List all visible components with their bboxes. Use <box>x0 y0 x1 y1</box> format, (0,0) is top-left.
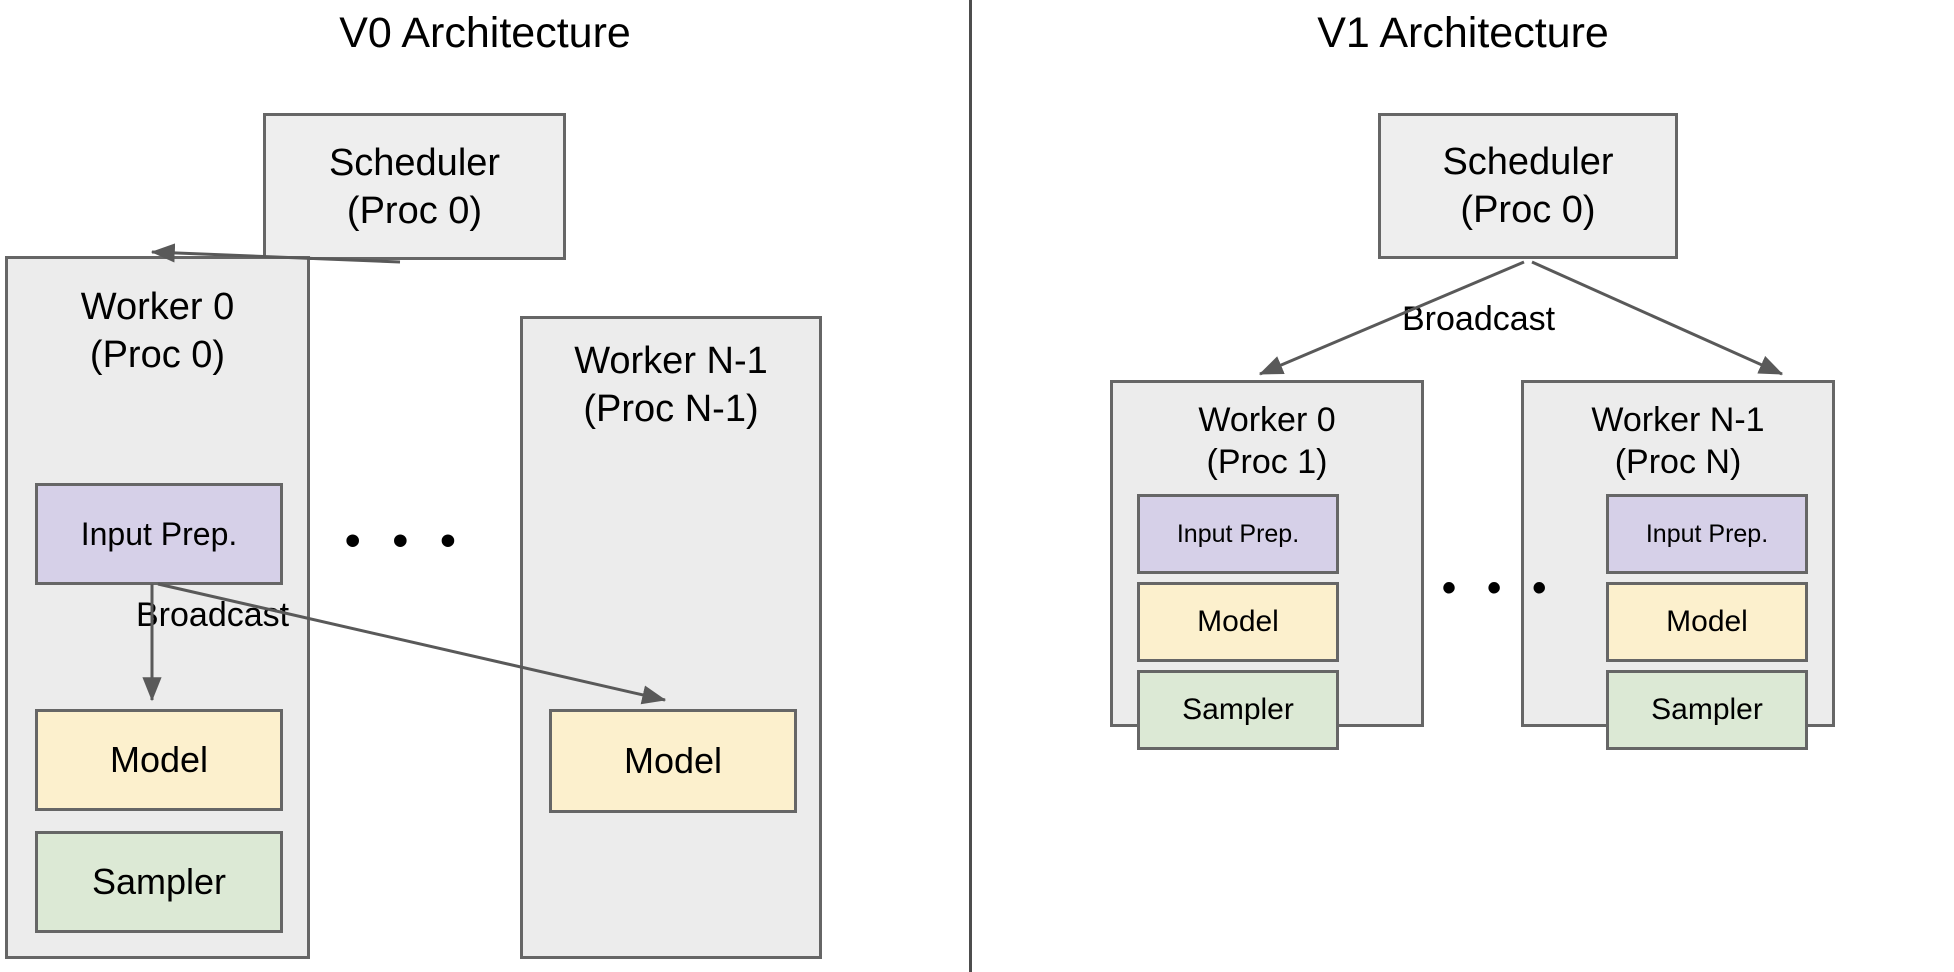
v0-worker0-sampler[interactable]: Sampler <box>35 831 283 933</box>
v1-workerN-model-label: Model <box>1666 605 1748 638</box>
v1-worker0-sampler-label: Sampler <box>1182 693 1294 726</box>
v0-worker0-sampler-label: Sampler <box>91 861 227 902</box>
v1-title: V1 Architecture <box>1317 9 1609 57</box>
v0-worker0-line2: (Proc 0) <box>89 334 226 376</box>
v1-broadcast-label: Broadcast <box>1402 300 1556 338</box>
v0-worker0-line1: Worker 0 <box>80 286 235 328</box>
v1-workerN-group[interactable]: Worker N-1 (Proc N) Input Prep. Model Sa… <box>1521 380 1835 750</box>
v1-ellipsis: • • • <box>1442 566 1557 610</box>
v1-workerN-model[interactable]: Model <box>1606 582 1808 662</box>
v1-worker0-title: Worker 0 (Proc 1) <box>1113 399 1421 483</box>
v0-ellipsis: • • • <box>345 516 466 565</box>
v0-workerN-model[interactable]: Model <box>549 709 797 813</box>
v0-scheduler-node[interactable]: Scheduler (Proc 0) <box>263 113 566 260</box>
v0-worker0-title: Worker 0 (Proc 0) <box>8 283 307 379</box>
panel-divider <box>969 0 972 972</box>
v0-workerN-line1: Worker N-1 <box>574 340 768 382</box>
v0-worker0-input-prep-label: Input Prep. <box>80 515 238 552</box>
v0-workerN-group[interactable]: Worker N-1 (Proc N-1) Model <box>520 316 822 959</box>
v0-worker0-model-label: Model <box>109 739 209 780</box>
v0-workerN-line2: (Proc N-1) <box>583 388 759 430</box>
v1-workerN-input-prep-label: Input Prep. <box>1645 519 1769 548</box>
v1-worker0-model-label: Model <box>1197 605 1279 638</box>
v1-worker0-line1: Worker 0 <box>1198 401 1336 439</box>
v1-workerN-line1: Worker N-1 <box>1591 401 1765 439</box>
v1-worker0-group[interactable]: Worker 0 (Proc 1) Input Prep. Model Samp… <box>1110 380 1424 750</box>
v1-scheduler-line1: Scheduler <box>1442 141 1614 183</box>
v1-scheduler-node[interactable]: Scheduler (Proc 0) <box>1378 113 1678 259</box>
v1-workerN-sampler-label: Sampler <box>1651 693 1763 726</box>
v1-worker0-input-prep-label: Input Prep. <box>1176 519 1300 548</box>
v1-workerN-title: Worker N-1 (Proc N) <box>1524 399 1832 483</box>
v1-worker0-sampler[interactable]: Sampler <box>1137 670 1339 750</box>
v0-worker0-model[interactable]: Model <box>35 709 283 811</box>
v0-worker0-input-prep[interactable]: Input Prep. <box>35 483 283 585</box>
v1-worker0-line2: (Proc 1) <box>1206 443 1328 481</box>
v1-worker0-input-prep[interactable]: Input Prep. <box>1137 494 1339 574</box>
v0-scheduler-line2: (Proc 0) <box>346 189 483 232</box>
v0-broadcast-label: Broadcast <box>136 596 290 634</box>
v1-scheduler-line2: (Proc 0) <box>1460 189 1596 231</box>
v0-scheduler-line1: Scheduler <box>328 141 501 184</box>
v1-arrow-scheduler-to-workerN <box>1531 260 1784 376</box>
v0-panel: V0 Architecture Scheduler (Proc 0) Worke… <box>0 0 970 972</box>
v0-title: V0 Architecture <box>339 9 631 57</box>
v1-panel: V1 Architecture Scheduler (Proc 0) Broad… <box>972 0 1954 972</box>
v0-workerN-title: Worker N-1 (Proc N-1) <box>523 337 819 433</box>
v1-workerN-line2: (Proc N) <box>1614 443 1742 481</box>
v1-workerN-sampler[interactable]: Sampler <box>1606 670 1808 750</box>
v1-worker0-model[interactable]: Model <box>1137 582 1339 662</box>
v1-workerN-input-prep[interactable]: Input Prep. <box>1606 494 1808 574</box>
v0-workerN-model-label: Model <box>623 740 723 781</box>
